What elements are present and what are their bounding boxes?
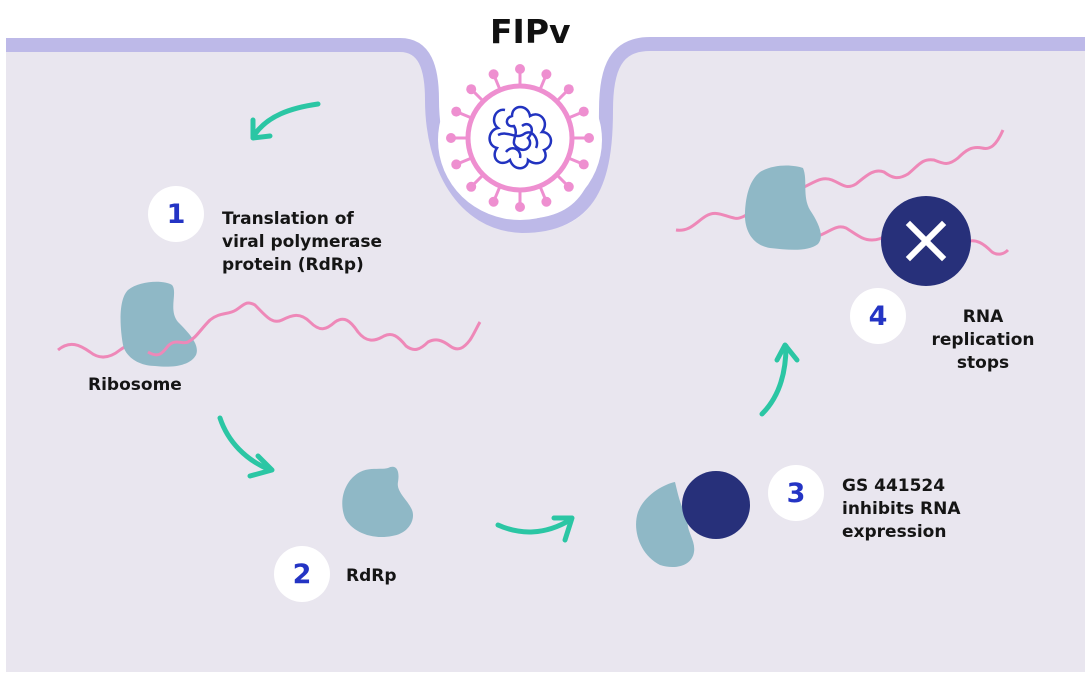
arrow-2-head — [247, 453, 275, 479]
arrow-1-head — [250, 117, 273, 141]
rdrp-bound-shape — [636, 482, 695, 568]
step-2-label: RdRp — [346, 566, 397, 586]
step-3-badge: 3 — [768, 465, 824, 521]
virus-spike-head — [488, 69, 499, 80]
virus-spike-head — [541, 196, 552, 207]
step-4-badge: 4 — [850, 288, 906, 344]
step-1-line-1: Translation of — [222, 209, 354, 229]
rdrp-shape — [342, 466, 414, 538]
virus-spike-head — [541, 69, 552, 80]
step-4-line-3: stops — [956, 353, 1010, 373]
close-x-icon — [905, 220, 947, 262]
step-3-line-3: expression — [842, 522, 947, 542]
step-1-badge: 1 — [148, 186, 204, 242]
cell-membrane — [6, 37, 1085, 234]
virus-spike-head — [466, 181, 477, 192]
ribosome-label: Ribosome — [88, 375, 182, 395]
virus-spike-head — [466, 84, 477, 95]
virus-spike-head — [584, 133, 594, 143]
gs441524-molecule — [682, 471, 750, 539]
virus-spike-head — [488, 196, 499, 207]
mrna-strand-over-ribosome — [147, 318, 212, 357]
arrow-1 — [252, 101, 321, 137]
step-4-label: RNA replication stops — [918, 306, 1048, 375]
viral-rna-genome — [488, 105, 553, 170]
arrow-2 — [217, 415, 273, 473]
cytoplasm — [6, 48, 1085, 672]
virus-spike-head — [563, 181, 574, 192]
virus-spike-head — [515, 202, 525, 212]
virus-spike-head — [515, 64, 525, 74]
step-4-line-1: RNA — [962, 307, 1004, 327]
arrow-4 — [759, 343, 789, 417]
virus-envelope — [465, 83, 575, 193]
arrow-4-head — [774, 342, 800, 363]
virus-spike-head — [578, 106, 589, 117]
virus-spike-head — [578, 159, 589, 170]
virus-spike-head — [451, 106, 462, 117]
viral-rna-genome-loop — [497, 131, 539, 159]
virus-spike-head — [563, 84, 574, 95]
step-1-label: Translation of viral polymerase protein … — [222, 208, 382, 277]
step-3-label: GS 441524 inhibits RNA expression — [842, 475, 961, 544]
rna-strand-lower — [675, 208, 1010, 256]
step-3-line-2: inhibits RNA — [842, 499, 961, 519]
virus-spike-head — [451, 159, 462, 170]
ribosome-stalled-shape — [744, 165, 821, 250]
step-2-badge: 2 — [274, 546, 330, 602]
step-3-line-1: GS 441524 — [842, 476, 946, 496]
ribosome-shape — [120, 281, 197, 367]
step-4-line-2: replication — [931, 330, 1035, 350]
virus-spike-head — [446, 133, 456, 143]
arrow-3-head — [551, 515, 575, 543]
arrow-3 — [495, 517, 573, 535]
rna-strand-upper — [801, 129, 1005, 190]
step-1-line-2: viral polymerase — [222, 232, 383, 252]
diagram-title: FIPv — [490, 12, 571, 51]
step-1-line-3: protein (RdRp) — [222, 255, 364, 275]
